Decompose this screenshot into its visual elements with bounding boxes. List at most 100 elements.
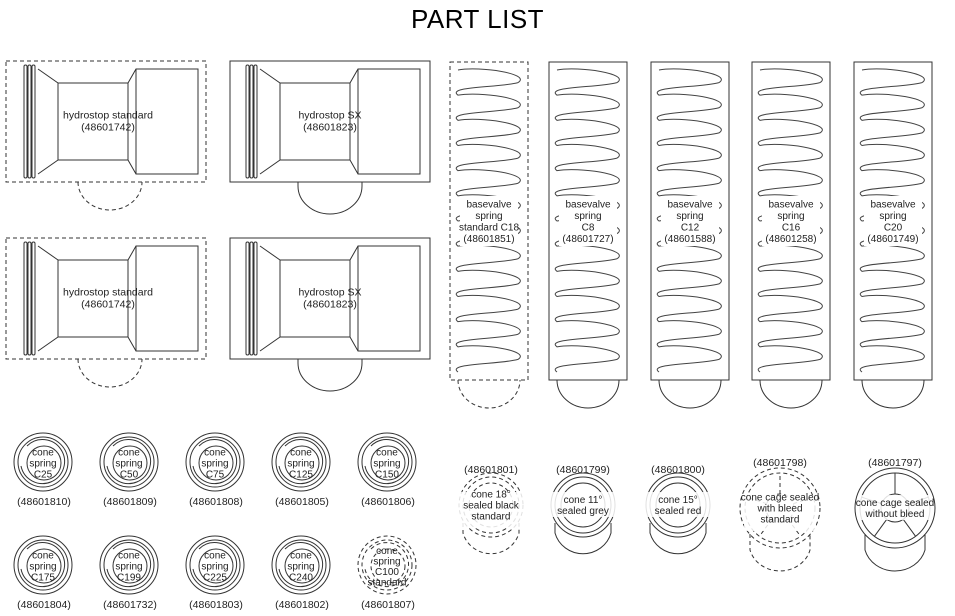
hydrostop-neck (259, 68, 281, 175)
cone-spring-outer (271, 432, 331, 492)
hydrostop-outline (229, 237, 431, 360)
spring-coil (859, 68, 925, 373)
cone-label: cone cage sealed (856, 498, 934, 509)
hydrostop-group: hydrostop standard(48601742) hydrostop SX… (5, 60, 431, 392)
hydrostop-body (57, 259, 129, 338)
cone-spring-inner (370, 548, 406, 584)
spring-label-bg (559, 196, 617, 246)
hydrostop-label: hydrostop SX (298, 287, 361, 299)
cone-spring-label: C50 (120, 470, 139, 481)
cone-spring-part-number: (48601732) (103, 599, 157, 611)
cone-label-bg (744, 495, 816, 531)
cone-spring-label: C125 (289, 470, 313, 481)
cone-spring-ring (17, 436, 69, 488)
hydrostop-body (57, 82, 129, 161)
cone-spring-ring (275, 539, 327, 591)
spring-label: (48601749) (867, 234, 918, 245)
spring-seat-outline (658, 379, 722, 409)
hydrostop-seal-outline (77, 181, 143, 211)
spring-label: (48601851) (463, 234, 514, 245)
cone-spring-inner (112, 548, 148, 584)
cone-label-bg (859, 495, 931, 520)
spring-label-bg (762, 196, 820, 246)
cone-spring-coil (364, 439, 410, 485)
cone-spring-ring (275, 436, 327, 488)
spring-label: basevalve (565, 199, 610, 210)
spring-outline (650, 61, 730, 381)
cone-stem-outline (554, 523, 612, 555)
spring-seat-outline (556, 379, 620, 409)
cone-spring-label: spring (115, 562, 142, 573)
hydrostop-outline (5, 237, 207, 360)
cone-spring-label: cone (204, 448, 226, 459)
cone-spring-inner (284, 548, 320, 584)
cone-spring-outer (99, 432, 159, 492)
hydrostop-ring (31, 64, 36, 179)
hydrostop-standard: hydrostop standard(48601742) (5, 60, 207, 211)
cone-spring-inner (198, 548, 234, 584)
cone-part-number: (48601797) (868, 457, 922, 469)
hydrostop-ring (253, 241, 258, 356)
cone-spring-coil (278, 542, 324, 588)
hydrostop-body (279, 82, 351, 161)
spring-seat-outline (759, 379, 823, 409)
spring-label: C8 (582, 222, 595, 233)
cone-spring-inner (370, 445, 406, 481)
cone-spring-part-number: (48601810) (17, 496, 71, 508)
hydrostop-outline (5, 60, 207, 183)
cone-spring-label: C75 (206, 470, 225, 481)
cone-spring-part-number: (48601805) (275, 496, 329, 508)
cone-label: without bleed (865, 509, 925, 520)
hydrostop-ring (253, 64, 258, 179)
cone-spring-coil (20, 542, 66, 588)
cone-spring-label: C199 (117, 573, 141, 584)
cone-spring-coil (278, 439, 324, 485)
cone-spring-part-number: (48601802) (275, 599, 329, 611)
hydrostop-ring (249, 241, 254, 356)
hydrostop-neck (37, 68, 59, 175)
cone-cage-stem-outline (749, 534, 811, 572)
cone-spring-label: spring (287, 459, 314, 470)
hydrostop-ring (245, 64, 250, 179)
cone-spring-label: cone (118, 551, 140, 562)
hydrostop-cylinder (127, 68, 199, 175)
cone-spring-label: cone (290, 448, 312, 459)
cone-spring-label: C150 (375, 470, 399, 481)
cone-spring-label: C240 (289, 573, 313, 584)
spring-label: (48601588) (664, 234, 715, 245)
hydrostop-seal-outline (77, 358, 143, 388)
cone-label: sealed black (463, 501, 520, 512)
cone-spring-label: spring (373, 459, 400, 470)
spring-outline (449, 61, 529, 381)
cone-spring-label: spring (29, 459, 56, 470)
cone-spring-outer (13, 535, 73, 595)
cone-stem-outline (462, 523, 520, 555)
cone-spring-outer (357, 432, 417, 492)
hydrostop-cylinder (349, 245, 421, 352)
cone-spring-ring (189, 436, 241, 488)
cone-spring-coil (20, 439, 66, 485)
cone-spring-label: cone (32, 448, 54, 459)
hydrostop-seal-outline (297, 182, 363, 215)
cone-part-number: (48601799) (556, 464, 610, 476)
cone-spring-ring (103, 539, 155, 591)
cone-label: standard (761, 515, 800, 526)
cone-spring-ring (361, 539, 413, 591)
cone-spring-part-number: (48601809) (103, 496, 157, 508)
spring-coil (455, 68, 521, 373)
cone-spring-coil (364, 542, 410, 588)
cone-cage-outer (854, 467, 936, 549)
cone-spring-inner (112, 445, 148, 481)
spring-seat-outline (457, 379, 521, 409)
cone-spring-outer (271, 535, 331, 595)
spring-label: spring (879, 211, 906, 222)
